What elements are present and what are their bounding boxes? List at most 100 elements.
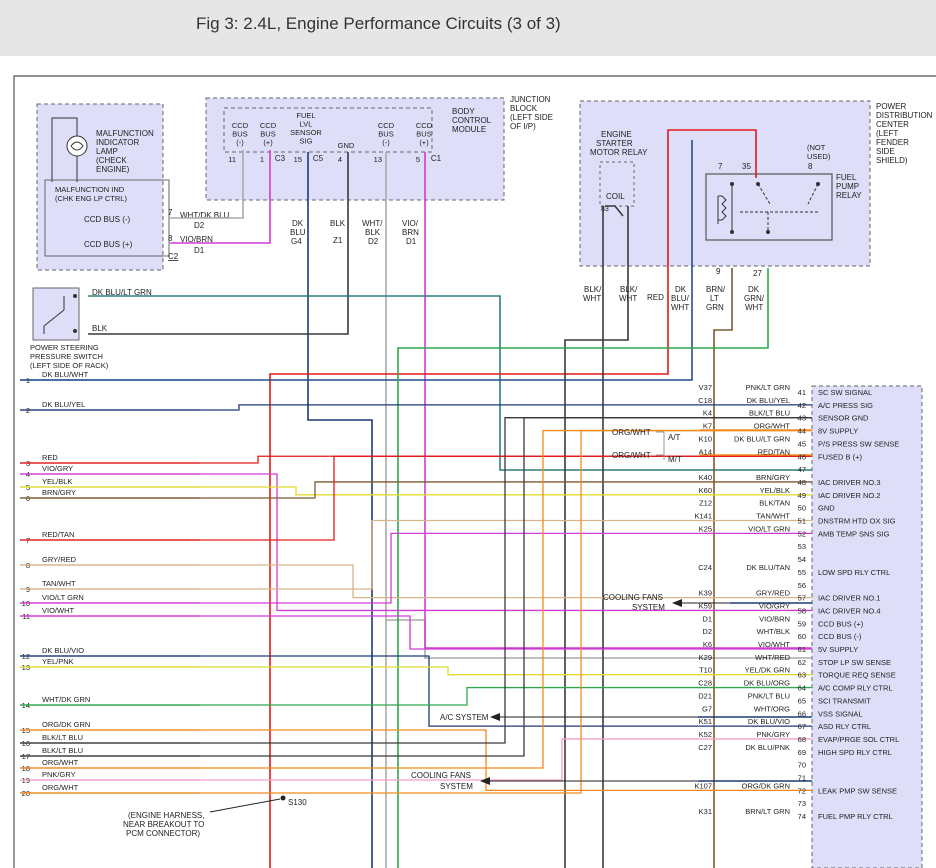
pcm-pin-wire: VIO/WHT [758,640,790,649]
ps-wire-1: DK BLU/LT GRN [92,288,152,297]
pcm-pin-circuit: K31 [699,807,712,816]
pcm-pin-function: SENSOR GND [818,414,869,423]
left-pin-wire: RED/TAN [42,530,74,539]
pcm-pin-circuit: K29 [699,653,712,662]
pcm-pin-circuit: T10 [699,666,712,675]
bcm-title-3: MODULE [452,125,486,134]
bcm-pin-name: FUEL [296,111,315,120]
pdc-title-4: (LEFT [876,129,898,138]
pcm-pin-number: 66 [798,709,806,718]
bcm-wire-label: BLK [330,219,346,228]
svg-text:(LEFT SIDE: (LEFT SIDE [510,113,553,122]
left-pin-wire: DK BLU/WHT [42,370,89,379]
pcm-pin-function: IAC DRIVER NO.3 [818,478,881,487]
pcm-pin-number: 64 [798,684,806,693]
pcm-pin-circuit: D2 [702,627,712,636]
left-pin-wire: GRY/RED [42,555,77,564]
left-pin-wire: RED [42,453,58,462]
wire-left-9 [20,519,812,590]
wire-group [20,129,812,868]
mil-pin-name: CCD BUS (+) [84,240,133,249]
pcm-pin-number: 67 [798,722,806,731]
bcm-wire-label: D2 [368,237,379,246]
left-pin-wire: ORG/WHT [42,758,79,767]
pcm-pin-function: AMB TEMP SNS SIG [818,529,890,538]
wire-left-10 [20,532,812,604]
pcm-pin-circuit: K4 [703,409,712,418]
pcm-pin-wire: PNK/LT GRN [746,383,790,392]
pcm-pin-number: 49 [798,491,806,500]
mil-circuit: D1 [194,246,205,255]
svg-text:GRN/: GRN/ [744,294,765,303]
pcm-pin-function: VSS SIGNAL [818,709,863,718]
bcm-wire-label: Z1 [333,236,343,245]
pcm-pin-number: 54 [798,555,806,564]
mil-inner-2: (CHK ENG LP CTRL) [55,194,127,203]
mil-title-1: MALFUNCTION [96,129,154,138]
pcm-pin-circuit: C24 [698,563,712,572]
wire-left-8 [20,564,812,599]
arrow-left-icon [672,599,682,607]
bcm-pin-name: BUS [416,130,431,139]
cooling-fans-destination-1: COOLING FANS SYSTEM [603,593,730,612]
pcm-pin-number: 68 [798,735,806,744]
pcm-pin-circuit: K52 [699,730,712,739]
cooling-fans-destination-2: COOLING FANS SYSTEM [411,771,698,791]
mil-wire: WHT/DK BLU [180,211,230,220]
pcm-pin-number: 51 [798,517,806,526]
pcm-pin-number: 58 [798,606,806,615]
left-pin-wire: VIO/LT GRN [42,593,84,602]
bcm-wire-label: BLU [290,228,306,237]
bcm-wire-label: BLK [365,228,381,237]
mil-inner-1: MALFUNCTION IND [55,185,125,194]
lamp-icon [66,135,88,157]
bcm-pin-num: 15 [294,155,302,164]
wire-left-15 [20,729,812,791]
starter-relay-label-3: MOTOR RELAY [590,148,648,157]
wire-left-3 [20,455,812,464]
pcm-pin-wire: DK BLU/PNK [745,743,790,752]
pdc-pin: 7 [718,162,723,171]
pcm-pin-wire: WHT/ORG [754,704,790,713]
pdc-title-7: SHIELD) [876,156,908,165]
pcm-pin-circuit: K25 [699,524,712,533]
orgwht-variant-labels: ORG/WHT A/T ORG/WHT M/T [612,428,682,464]
pcm-pin-number: 71 [798,774,806,783]
junction-block-label: JUNCTION BLOCK (LEFT SIDE OF I/P) [510,95,553,131]
mil-wire: VIO/BRN [180,235,213,244]
bcm-pin-name: (+) [419,138,429,147]
pcm-pin-function: STOP LP SW SENSE [818,658,891,667]
left-pin-wire: TAN/WHT [42,579,76,588]
pcm-pin-circuit: K51 [699,717,712,726]
relay-coil-icon [717,184,733,232]
ps-switch-label-2: PRESSURE SWITCH [30,352,103,361]
bcm-pin-num: 5 [416,155,420,164]
bcm-pin-name: LVL [300,120,313,129]
pcm-pin-wire: BLK/LT BLU [749,409,790,418]
pcm-pin-circuit: K6 [703,640,712,649]
pcm-pin-function: HIGH SPD RLY CTRL [818,748,892,757]
pcm-pin-function: DNSTRM HTD OX SIG [818,517,896,526]
wire-ccd-minus-mil [170,150,244,219]
svg-text:WHT: WHT [583,294,601,303]
pcm-pin-number: 46 [798,452,806,461]
svg-text:ORG/WHT: ORG/WHT [612,451,651,460]
pcm-pin-number: 44 [798,427,806,436]
pcm-pin-function: CCD BUS (-) [818,632,862,641]
relay-contact-icon [740,183,820,232]
ps-switch-label-3: (LEFT SIDE OF RACK) [30,361,109,370]
left-connector-pins: 1DK BLU/WHT2DK BLU/YEL3RED4VIO/GRY5YEL/B… [20,370,200,798]
mil-connector: C2 [168,252,179,261]
wire-ps-switch-sense [88,295,812,471]
svg-text:(ENGINE HARNESS,: (ENGINE HARNESS, [128,811,204,820]
pcm-pin-wire: DK BLU/VIO [748,717,790,726]
bcm-wire-label: D1 [406,237,417,246]
pdc-pin: 8 [808,162,813,171]
left-pin-wire: VIO/GRY [42,464,73,473]
pcm-pin-function: TORQUE REQ SENSE [818,671,896,680]
pcm-pin-function: SCI TRANSMIT [818,696,871,705]
svg-text:DK: DK [675,285,687,294]
pcm-pin-function: SC SW SIGNAL [818,388,872,397]
bcm-pin-name: CCD [232,121,249,130]
